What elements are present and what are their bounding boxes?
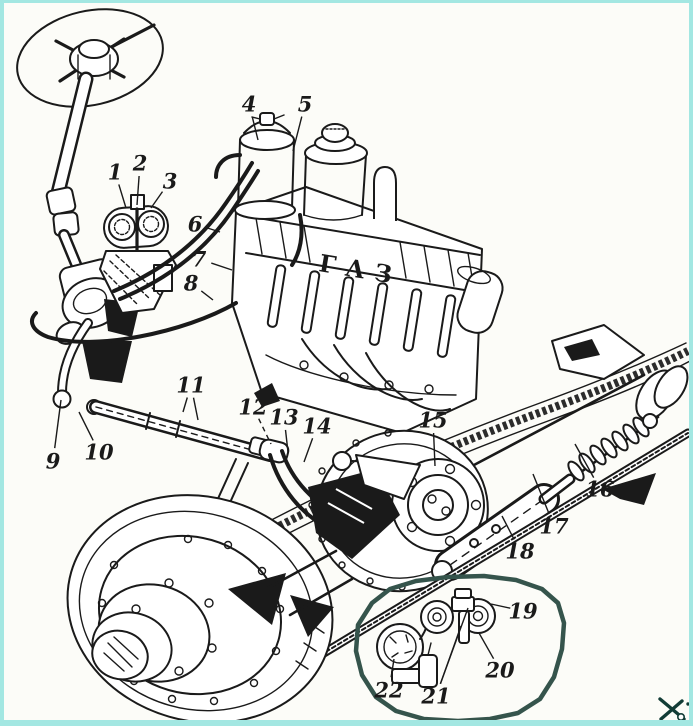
steering-wheel xyxy=(16,8,164,108)
hub-studs xyxy=(131,578,217,676)
callout-11-leader xyxy=(192,397,199,421)
callout-12-leader xyxy=(258,418,272,445)
callout-15: 15 xyxy=(418,408,447,433)
callout-14-leader xyxy=(303,437,314,463)
callout-3-leader xyxy=(150,191,164,209)
control-valves xyxy=(418,588,496,688)
callout-11-leader xyxy=(182,397,188,413)
callout-4: 4 xyxy=(242,92,257,117)
breather-cap xyxy=(373,166,397,221)
callout-18-leader xyxy=(501,515,515,540)
callout-8-leader xyxy=(200,290,214,301)
diagram-canvas: ГАЗ xyxy=(16,8,689,720)
callout-10-leader xyxy=(78,411,94,441)
oil-filter xyxy=(214,112,296,220)
callout-2: 2 xyxy=(132,151,148,176)
callout-13: 13 xyxy=(269,405,298,430)
callout-3: 3 xyxy=(163,169,178,194)
callout-9-leader xyxy=(54,399,62,449)
callout-16: 16 xyxy=(585,477,615,502)
callout-11: 11 xyxy=(176,373,205,398)
callout-22-leader xyxy=(390,658,395,678)
callout-5-leader xyxy=(292,116,303,152)
callout-18: 18 xyxy=(505,539,535,564)
reservoir xyxy=(303,123,368,221)
callout-6-leader xyxy=(207,227,221,233)
drag-link xyxy=(89,400,290,464)
callout-20: 20 xyxy=(484,658,515,683)
brake-drum xyxy=(66,494,334,720)
callout-12: 12 xyxy=(238,395,267,420)
plug-tube-ribs xyxy=(266,264,457,358)
callout-7: 7 xyxy=(192,247,207,272)
callout-7-leader xyxy=(211,262,233,271)
callout-22: 22 xyxy=(373,678,403,703)
callout-6: 6 xyxy=(188,212,203,237)
valve-cover-ribs xyxy=(255,217,475,290)
callout-21: 21 xyxy=(420,684,450,709)
callout-14: 14 xyxy=(302,414,331,439)
callout-1: 1 xyxy=(108,160,123,185)
engine-block: ГАЗ xyxy=(231,186,483,434)
callout-5: 5 xyxy=(298,92,313,117)
intake-elbow xyxy=(456,265,504,334)
callout-21-leader xyxy=(439,607,469,685)
callout-8: 8 xyxy=(183,271,199,296)
inset-blob xyxy=(353,573,567,720)
bellows xyxy=(567,413,658,482)
power-cylinder xyxy=(431,473,576,582)
callout-17-leader xyxy=(532,473,550,515)
pressure-gauge xyxy=(376,614,431,684)
callout-2-leader xyxy=(136,175,140,206)
steering-column xyxy=(45,71,94,275)
callout-1-leader xyxy=(118,184,127,209)
callout-16-leader xyxy=(574,443,595,478)
kingpin-housing xyxy=(228,454,421,637)
tie-rod xyxy=(309,428,689,664)
corner-mark xyxy=(658,697,689,720)
hydraulic-hoses xyxy=(30,161,304,344)
callout-4-leader xyxy=(251,116,259,141)
callout-17: 17 xyxy=(539,514,569,539)
callout-19: 19 xyxy=(508,599,538,624)
callout-10: 10 xyxy=(84,440,114,465)
callout-13-leader xyxy=(284,429,289,453)
callout-15-leader xyxy=(432,432,436,467)
callout-20-leader xyxy=(478,632,495,660)
callout-9: 9 xyxy=(46,449,61,474)
callout-19-leader xyxy=(490,603,511,609)
